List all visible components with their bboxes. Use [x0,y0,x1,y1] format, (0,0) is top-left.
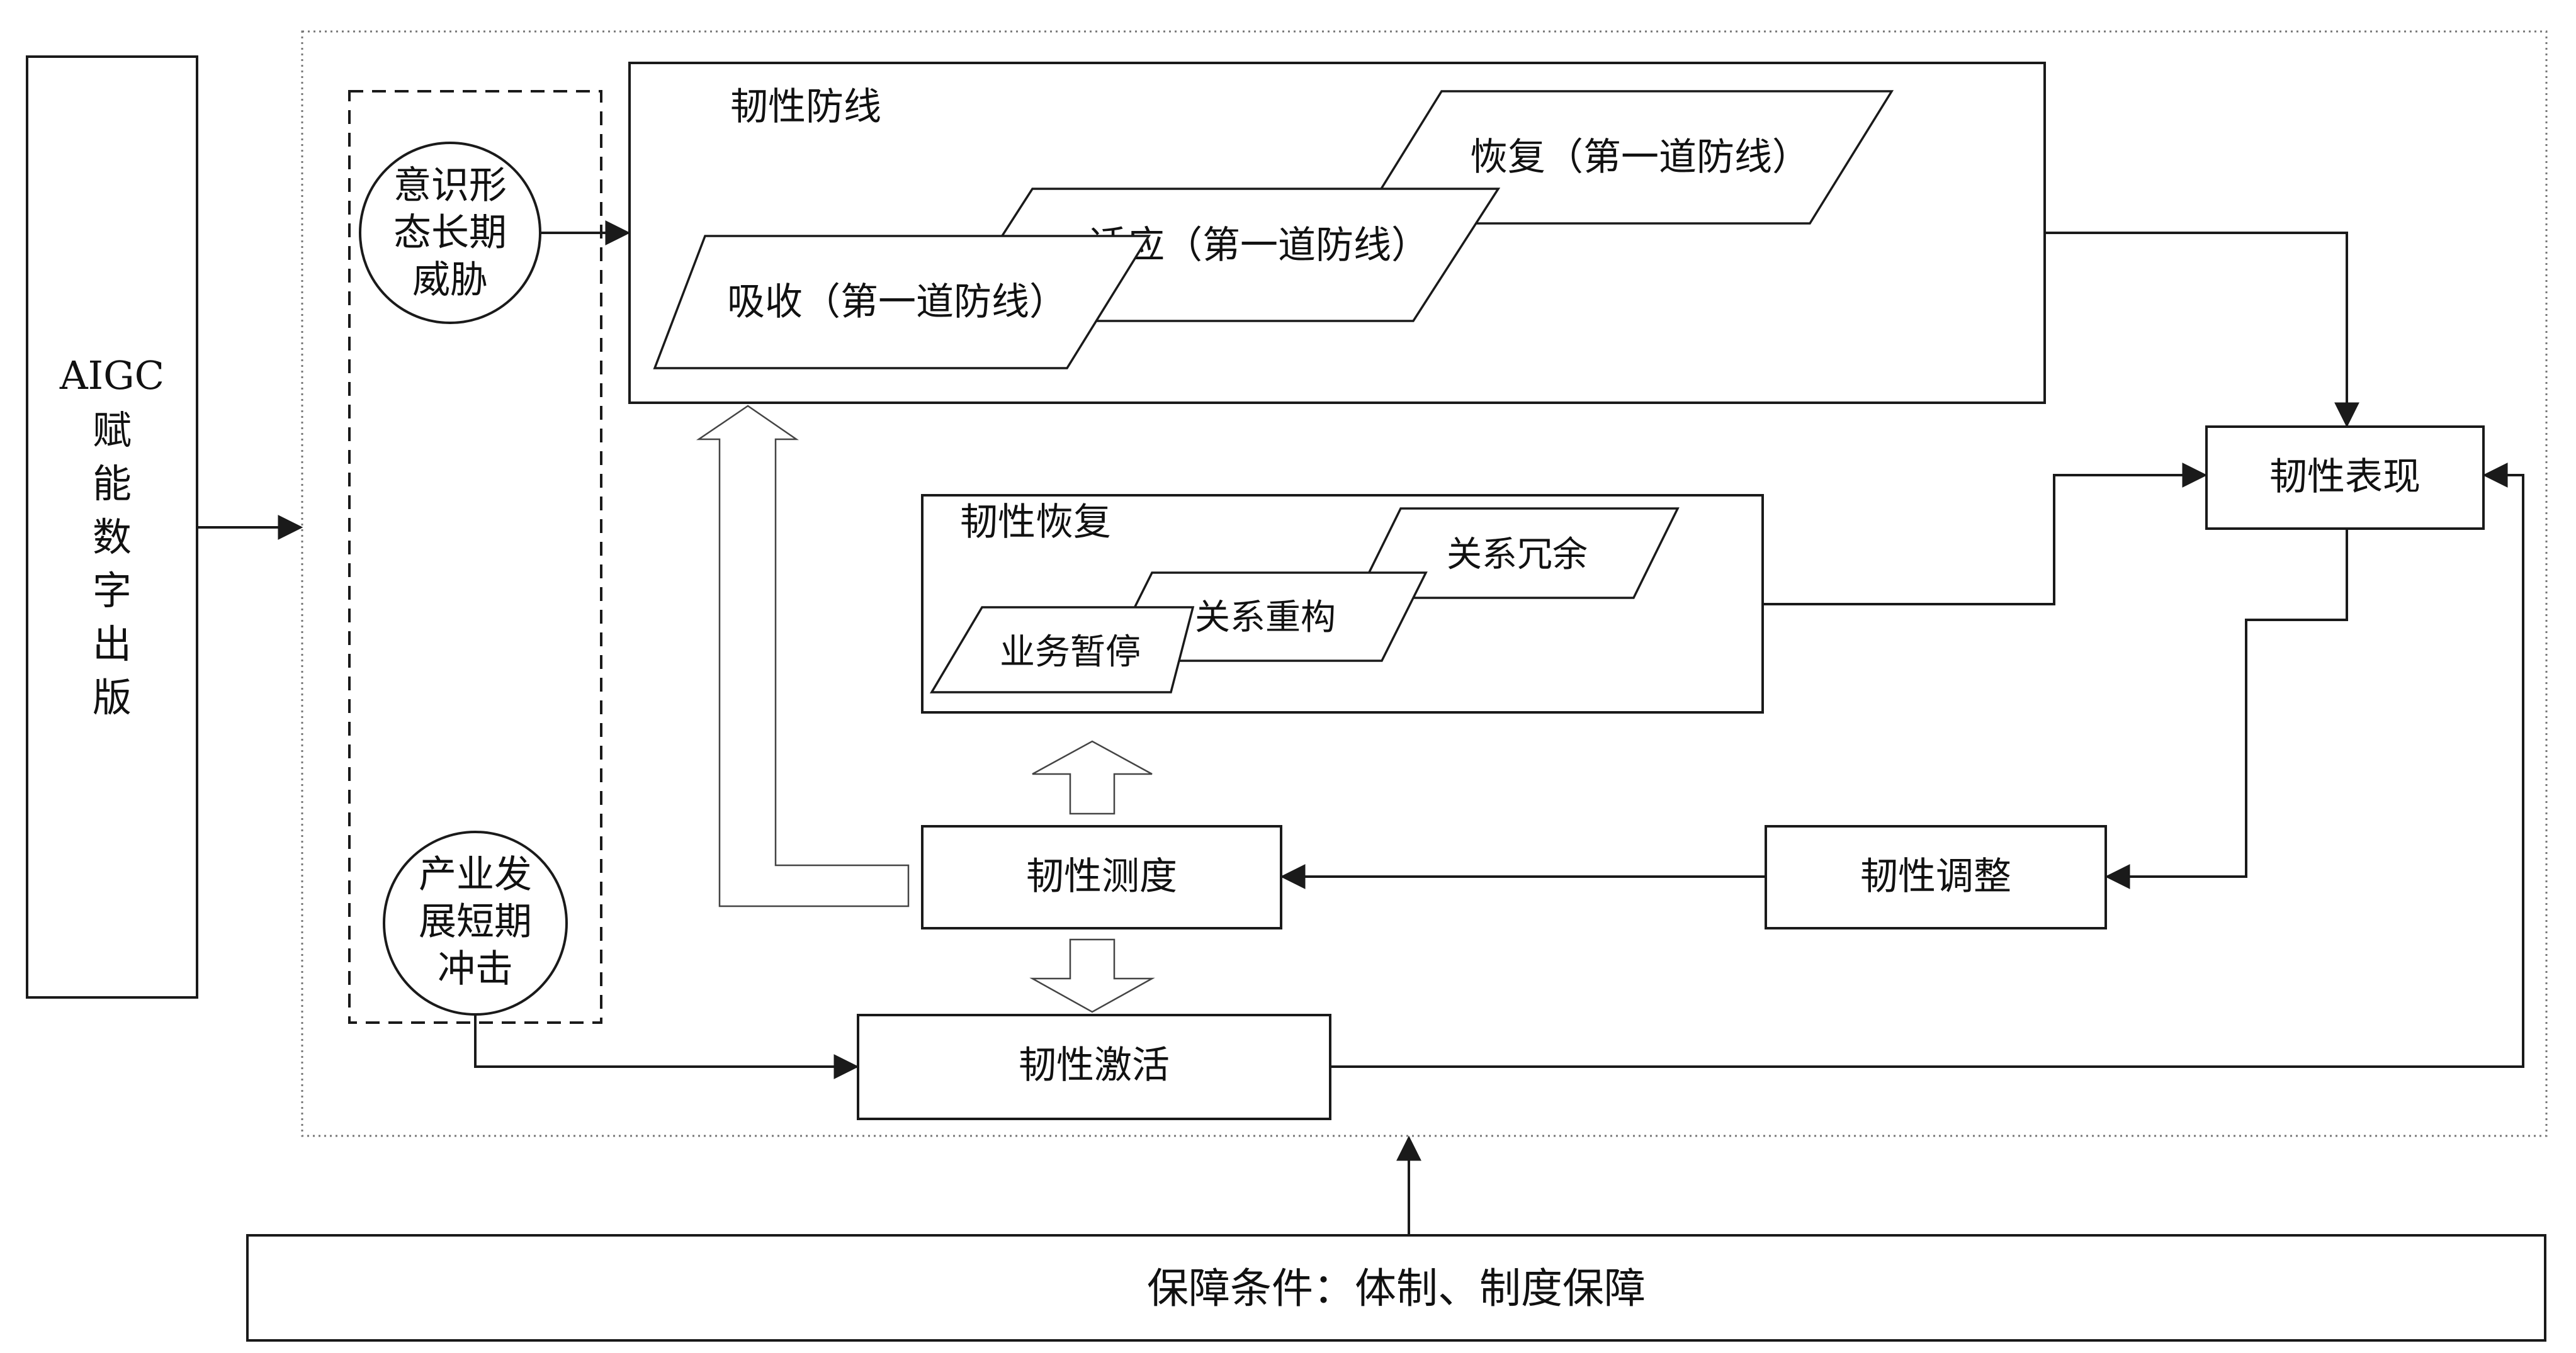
guarantee-label: 保障条件：体制、制度保障 [1147,1264,1646,1313]
activate-to-performance-arrow [1330,463,2524,1068]
measure-to-activate-hollow-arrow [1029,938,1155,1013]
adjust-node: 韧性调整 [1765,825,2107,929]
aigc-char-3: 数 [93,514,132,560]
performance-node: 韧性表现 [2205,425,2485,530]
performance-label: 韧性表现 [2269,455,2421,499]
aigc-char-1: 赋 [93,407,132,453]
aigc-label: AIGC [59,352,164,398]
defense-absorb-label: 吸收（第一道防线） [727,280,1067,324]
aigc-char-5: 出 [93,621,132,667]
industry-to-activate-arrow [474,1014,859,1079]
activate-node: 韧性激活 [857,1014,1331,1120]
defense-absorb-shape [653,235,1151,369]
industry-shock-line-2: 展短期 [419,900,532,944]
industry-shock-line-3: 冲击 [438,947,513,991]
defense-title: 韧性防线 [730,85,881,129]
activate-label: 韧性激活 [1019,1043,1170,1087]
performance-to-adjust-arrow [2104,529,2348,889]
adjust-label: 韧性调整 [1860,855,2011,899]
resilience-recovery-box: 韧性恢复 关系冗余 关系重构 业务暂停 [921,494,1764,714]
defense-to-performance-arrow [2045,232,2359,428]
recovery-restructure-label: 关系重构 [1195,597,1336,638]
measure-to-recovery-hollow-arrow [1032,740,1153,815]
resilience-defense-box: 韧性防线 恢复（第一道防线） 适应（第一道防线） 吸收（第一道防线） [628,62,2046,404]
guarantee-box: 保障条件：体制、制度保障 [246,1234,2546,1342]
recovery-redundancy-label: 关系冗余 [1447,534,1588,575]
recovery-pause-label: 业务暂停 [1000,632,1141,673]
recovery-pause-shape [929,606,1195,693]
measure-to-defense-hollow-arrow [696,405,910,907]
ideology-threat-line-3: 威胁 [412,258,488,302]
recovery-title: 韧性恢复 [960,500,1111,544]
defense-adapt-label: 适应（第一道防线） [1089,223,1429,267]
framework-dotted-border [301,30,2548,1137]
measure-label: 韧性测度 [1026,855,1177,899]
threats-dashed-box [348,90,602,1024]
aigc-char-2: 能 [93,461,132,507]
defense-recovery-label: 恢复（第一道防线） [1470,135,1810,179]
ideology-threat-line-2: 态长期 [393,211,507,255]
industry-shock-line-1: 产业发 [419,853,532,897]
aigc-empowerment-block: AIGC 赋 能 数 字 出 版 [26,55,198,999]
recovery-redundancy-shape [1355,507,1680,599]
ideology-threat-circle: 意识形 态长期 威胁 [359,142,541,324]
aigc-char-4: 字 [93,568,132,614]
ideology-threat-line-1: 意识形 [393,164,507,208]
industry-shock-circle: 产业发 展短期 冲击 [383,831,568,1016]
aigc-char-6: 版 [93,675,132,721]
measure-node: 韧性测度 [921,825,1282,929]
recovery-to-performance-arrow [1763,463,2208,605]
